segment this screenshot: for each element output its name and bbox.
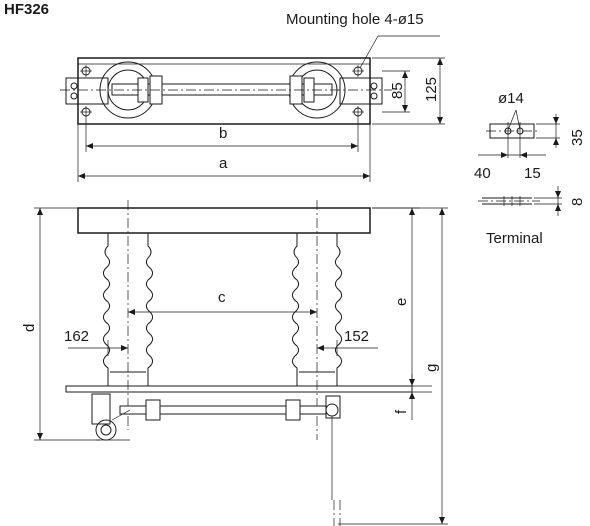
dim-b-label: b [219, 125, 227, 142]
top-base-plate [77, 57, 371, 125]
top-view: Mounting hole 4-ø15 85 125 b a [60, 11, 445, 182]
terminal-caption: Terminal [486, 230, 543, 247]
dim-162-label: 162 [64, 328, 89, 345]
right-end-bracket [339, 77, 383, 105]
dim-a-label: a [219, 155, 228, 172]
terminal-15-label: 15 [524, 165, 541, 182]
dim-85-label: 85 [389, 82, 406, 99]
front-mount-plate [65, 385, 413, 393]
terminal-8-label: 8 [569, 198, 586, 206]
dim-c-label: c [218, 289, 226, 306]
dim-g-label: g [423, 364, 440, 372]
dim-d-label: d [21, 324, 38, 332]
front-blade [91, 393, 341, 441]
model-title: HF326 [4, 1, 49, 18]
dim-f-label: f [393, 409, 410, 414]
terminal-35-label: 35 [569, 129, 586, 146]
terminal-hole-label: ø14 [498, 90, 524, 107]
terminal-detail: ø14 35 40 15 8 [474, 90, 586, 247]
dim-125-label: 125 [423, 77, 440, 102]
dim-152-label: 152 [344, 328, 369, 345]
terminal-40-label: 40 [474, 165, 491, 182]
top-blade [111, 83, 333, 96]
front-base-frame [77, 207, 371, 234]
front-view: c 162 152 d e f g [21, 200, 448, 526]
mounting-holes [70, 65, 378, 118]
ground-lead [331, 416, 341, 526]
dim-e-label: e [393, 298, 410, 306]
mounting-hole-label: Mounting hole 4-ø15 [286, 11, 424, 28]
left-insulator [102, 200, 154, 430]
